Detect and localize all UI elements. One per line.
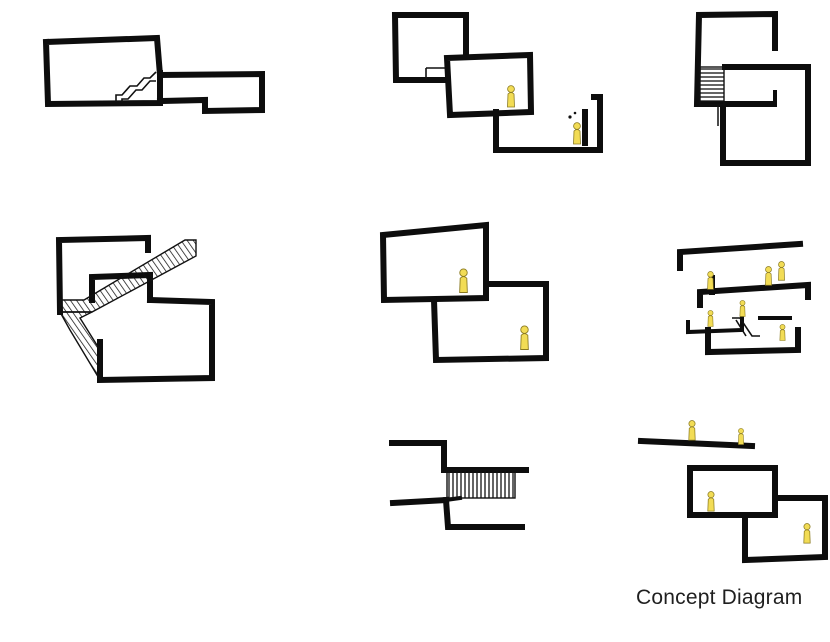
person-figure-icon bbox=[521, 326, 529, 350]
sketch-overlapping-rooms bbox=[383, 225, 546, 360]
person-figure-icon bbox=[708, 310, 713, 326]
person-figure-icon bbox=[740, 300, 745, 316]
person-figure-icon bbox=[778, 262, 784, 281]
person-figure-icon bbox=[765, 267, 771, 286]
person-figure-icon bbox=[689, 421, 695, 441]
sketch-slab-section-with-stair bbox=[392, 443, 526, 527]
sketch-three-stepped-volumes bbox=[395, 15, 600, 150]
sketch-interlocking-diagonal-stair bbox=[59, 238, 212, 380]
sketch-offset-volumes-with-stair-core bbox=[697, 14, 808, 163]
sketch-two-volumes-with-stair bbox=[46, 38, 262, 111]
person-figure-icon bbox=[780, 324, 785, 340]
sketch-stacked-floors bbox=[680, 244, 808, 352]
person-figure-icon bbox=[460, 269, 468, 293]
person-figure-icon bbox=[574, 123, 581, 144]
sketch-ground-line-overlapping-rooms bbox=[641, 421, 825, 560]
person-figure-icon bbox=[708, 492, 714, 512]
person-figure-icon bbox=[508, 86, 515, 107]
person-figure-icon bbox=[804, 524, 810, 544]
person-figure-icon bbox=[708, 272, 714, 290]
person-figure-icon bbox=[738, 428, 743, 444]
diagram-caption: Concept Diagram bbox=[636, 586, 830, 614]
